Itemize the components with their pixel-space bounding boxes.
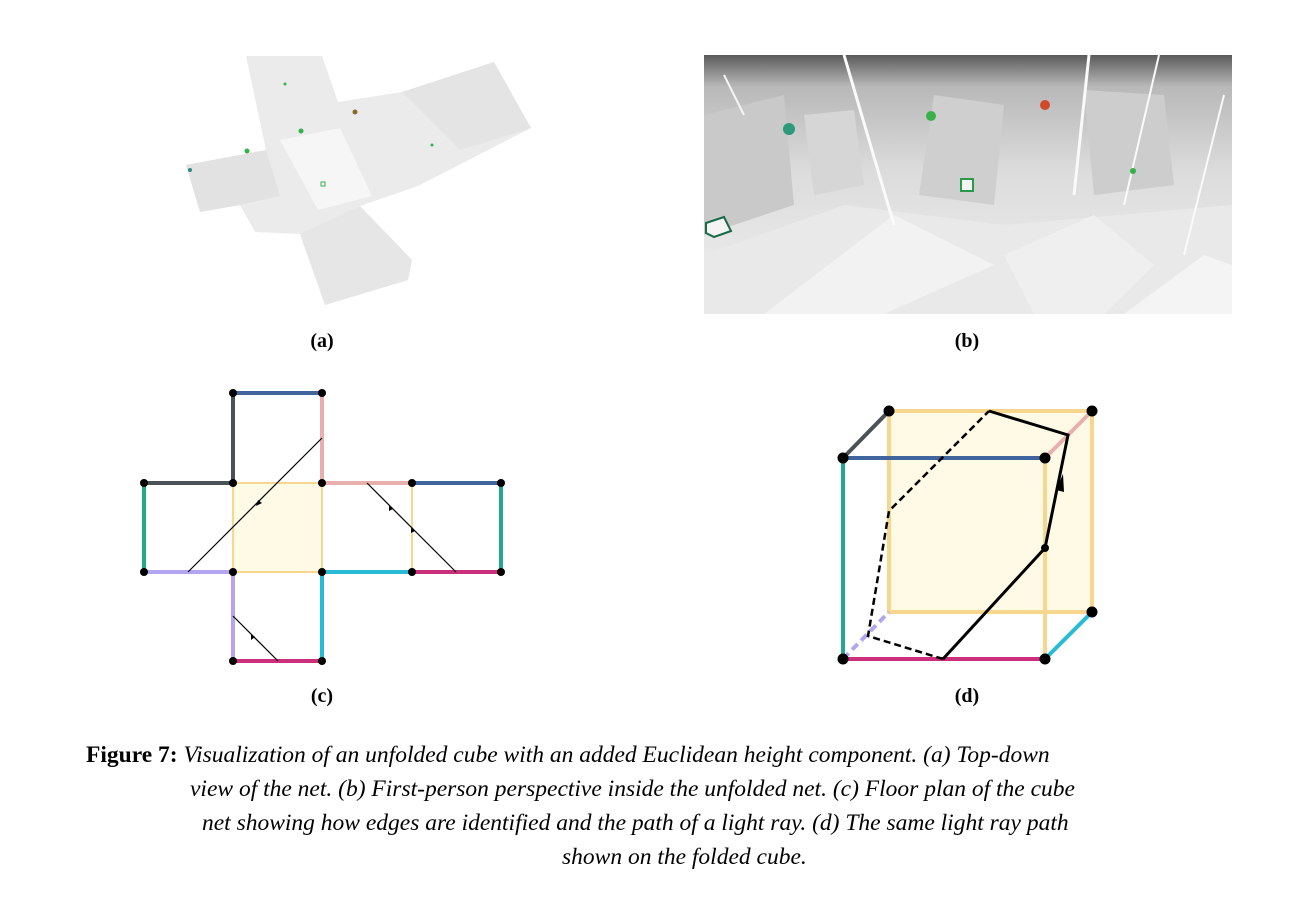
marker-dot	[188, 168, 192, 172]
wall-panel	[1084, 90, 1174, 195]
net-shade-right	[402, 62, 531, 150]
panel-a-label: (a)	[310, 330, 334, 352]
marker-dot	[244, 148, 250, 154]
caption-line-3: net showing how edges are identified and…	[202, 810, 1069, 836]
caption-line-4: shown on the folded cube.	[562, 844, 807, 870]
ray-arrow	[256, 500, 262, 506]
panel-d-label: (d)	[954, 685, 980, 707]
wall-panel	[704, 95, 794, 235]
panel-a-topdown-render	[186, 56, 531, 305]
sphere-marker	[1040, 100, 1050, 110]
panel-c-label: (c)	[310, 685, 334, 707]
sphere-marker	[783, 123, 795, 135]
light-ray-segment	[187, 437, 323, 573]
wall-edge	[723, 74, 745, 116]
panel-b-first-person-render	[704, 55, 1232, 314]
wall-edge	[842, 55, 896, 226]
cube-vertices	[837, 405, 1098, 665]
marker-dot	[352, 109, 358, 115]
caption-text: Visualization of an unfolded cube with a…	[183, 742, 1050, 768]
light-ray-visible-path	[941, 409, 1070, 661]
wall-panel	[919, 95, 1004, 205]
wall-edge	[1123, 55, 1160, 206]
ray-arrow	[411, 528, 415, 533]
wall-panel	[804, 110, 864, 195]
marker-dot	[430, 143, 434, 147]
marker-dot	[283, 82, 287, 86]
floor-panel	[1004, 215, 1154, 314]
wall-edge	[1072, 55, 1091, 196]
marker-cube	[320, 181, 326, 187]
net-shade-bottom	[300, 206, 412, 305]
ray-arrow	[1056, 474, 1064, 492]
sphere-marker	[1130, 168, 1136, 174]
cube-marker-large	[705, 215, 733, 239]
marker-dot	[298, 128, 304, 134]
floor-panel	[764, 215, 994, 314]
sphere-marker	[926, 111, 936, 121]
wall-edge	[1183, 94, 1225, 256]
floor-panel	[1124, 255, 1232, 314]
caption-lead: Figure 7:	[86, 742, 178, 768]
edge-cyan	[1043, 610, 1094, 661]
cube-marker	[960, 178, 974, 192]
center-face	[232, 482, 323, 573]
hidden-edge-lavender	[841, 610, 891, 661]
panel-b-label: (b)	[954, 330, 980, 352]
net-vertices	[140, 389, 505, 665]
caption-line-2: view of the net. (b) First-person perspe…	[190, 776, 1075, 802]
panel-d-folded-cube	[837, 405, 1098, 665]
ray-arrow	[251, 634, 255, 640]
edge-dark-gray	[841, 409, 891, 460]
light-ray-segment	[366, 482, 457, 573]
light-ray-hidden-path	[866, 410, 990, 661]
caption-line-1: Figure 7: Visualization of an unfolded c…	[86, 738, 1050, 772]
light-ray-segment	[232, 615, 279, 662]
panel-c-floor-plan	[140, 389, 505, 665]
net-center-light	[280, 128, 372, 210]
right-face-tint	[321, 482, 413, 573]
net-shade-left	[186, 150, 280, 212]
ray-arrow	[389, 506, 393, 511]
